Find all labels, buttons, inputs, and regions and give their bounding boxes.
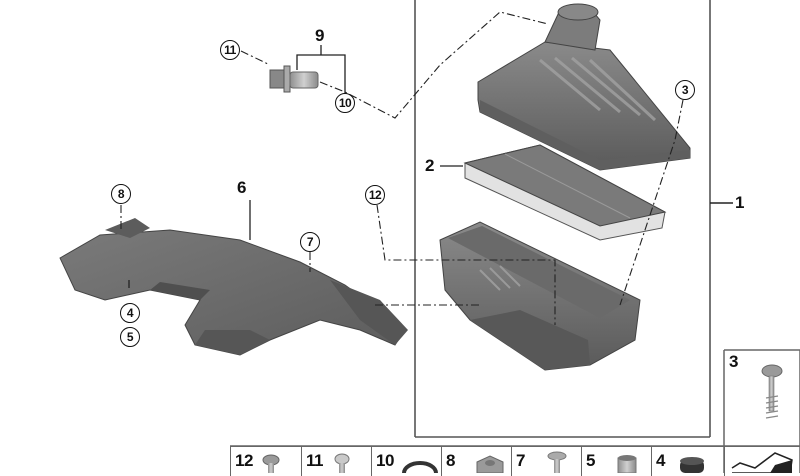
parts-cell-number: 5 <box>586 451 595 470</box>
parts-cell-10[interactable]: 10 <box>371 446 441 476</box>
nut-icon <box>476 455 504 473</box>
callout-8[interactable]: 8 <box>111 184 131 204</box>
label-6[interactable]: 6 <box>237 178 247 197</box>
label-1[interactable]: 1 <box>735 193 745 212</box>
parts-cell-11[interactable]: 11 <box>301 446 371 476</box>
intake-duct-drawing <box>59 218 408 356</box>
callout-12[interactable]: 12 <box>365 185 385 205</box>
parts-cell-5[interactable]: 5 <box>581 446 651 476</box>
parts-cell-bookmark[interactable] <box>724 446 800 476</box>
screw-3-drawing <box>761 364 783 419</box>
sensor-drawing <box>269 65 319 93</box>
side-panel-number: 3 <box>729 352 739 371</box>
parts-cell-number: 7 <box>516 451 525 470</box>
parts-cell-12[interactable]: 12 <box>230 446 301 476</box>
leader-lines <box>120 11 684 325</box>
callout-7[interactable]: 7 <box>300 232 320 252</box>
bushing-icon <box>617 455 637 473</box>
bookmark-icon <box>731 452 793 473</box>
assembly-frame <box>414 0 733 438</box>
parts-cell-number: 10 <box>376 451 394 470</box>
lower-housing-drawing <box>439 221 641 371</box>
o-ring-icon <box>402 461 438 473</box>
callout-11[interactable]: 11 <box>220 40 240 60</box>
parts-cell-8[interactable]: 8 <box>441 446 511 476</box>
callout-3[interactable]: 3 <box>675 80 695 100</box>
parts-cell-number: 12 <box>235 451 253 470</box>
parts-cell-7[interactable]: 7 <box>511 446 581 476</box>
upper-housing-drawing <box>477 3 691 171</box>
countersunk-screw-icon <box>547 451 567 473</box>
parts-cell-number: 4 <box>656 451 665 470</box>
callout-5[interactable]: 5 <box>120 327 140 347</box>
parts-cell-number: 8 <box>446 451 455 470</box>
filter-element-drawing <box>463 144 667 241</box>
grommet-icon <box>680 457 704 473</box>
bracket-lines <box>128 45 463 288</box>
callout-10[interactable]: 10 <box>335 93 355 113</box>
callout-4[interactable]: 4 <box>120 303 140 323</box>
hex-bolt-icon <box>262 454 280 473</box>
torx-screw-icon <box>334 453 350 473</box>
parts-cell-number: 11 <box>306 451 323 470</box>
parts-cell-4[interactable]: 4 <box>651 446 724 476</box>
label-2[interactable]: 2 <box>425 156 435 175</box>
label-9[interactable]: 9 <box>315 26 325 45</box>
